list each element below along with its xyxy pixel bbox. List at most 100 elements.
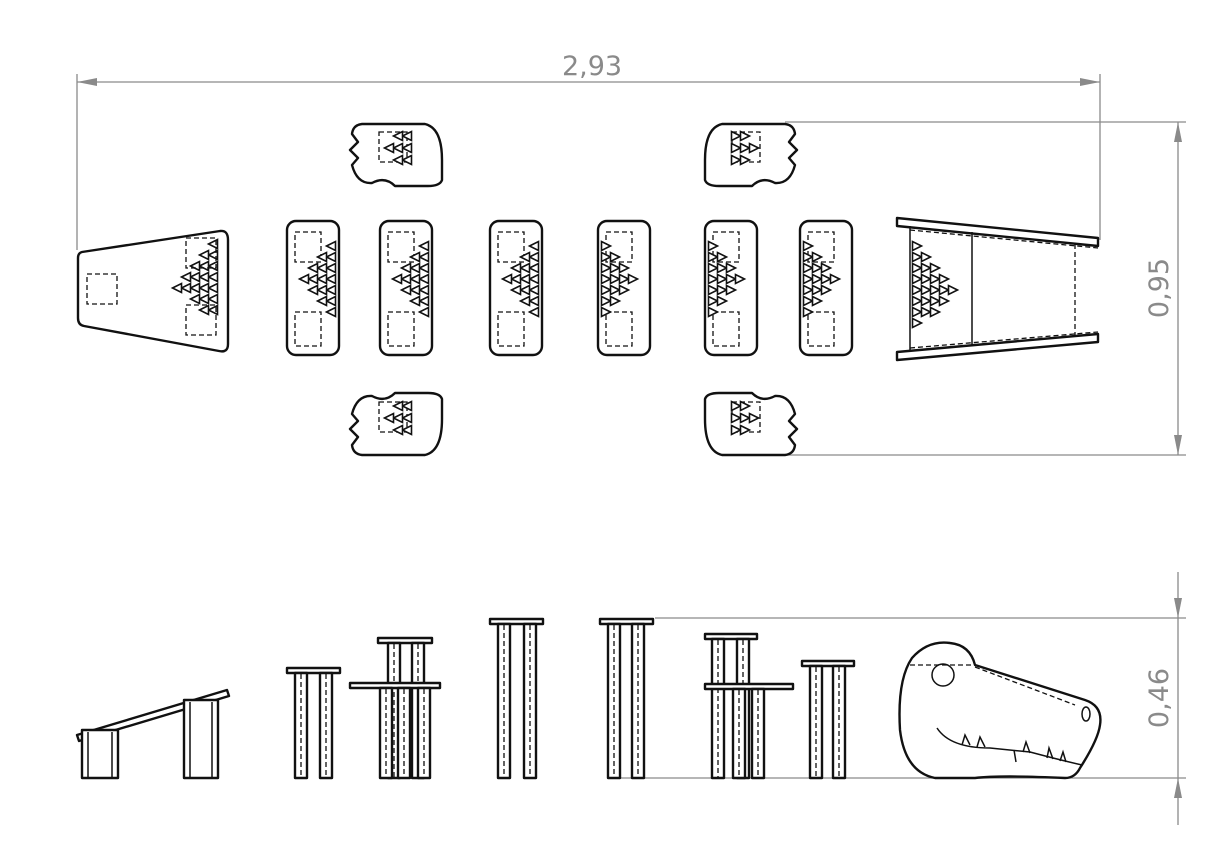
triangle-mark: [707, 284, 720, 296]
triangle-mark: [609, 262, 622, 274]
triangle-mark: [748, 142, 761, 154]
triangle-mark: [197, 282, 210, 294]
crocodile-eye: [931, 663, 955, 687]
triangle-mark: [730, 424, 743, 436]
triangle-mark: [739, 142, 752, 154]
triangle-mark: [911, 295, 924, 307]
triangle-mark: [748, 412, 761, 424]
triangle-mark: [315, 262, 328, 274]
triangle-mark: [911, 240, 924, 252]
triangle-mark: [527, 284, 540, 296]
triangle-mark: [315, 295, 328, 307]
triangle-mark: [911, 273, 924, 285]
triangle-mark: [739, 154, 752, 166]
triangle-mark: [820, 262, 833, 274]
triangle-mark: [188, 282, 201, 294]
crocodile-head-elevation: [898, 641, 1102, 780]
triangle-mark: [820, 284, 833, 296]
triangle-mark: [315, 273, 328, 285]
triangle-mark: [408, 273, 421, 285]
triangle-mark: [609, 284, 622, 296]
triangle-mark: [716, 273, 729, 285]
triangle-mark: [802, 251, 815, 263]
crocodile-teeth: [961, 732, 1067, 763]
triangle-mark: [618, 273, 631, 285]
triangle-mark: [518, 273, 531, 285]
triangle-mark: [206, 304, 219, 316]
triangle-mark: [297, 273, 310, 285]
triangle-mark: [306, 284, 319, 296]
crocodile-nostril: [1081, 706, 1091, 722]
stool-top: [703, 682, 795, 691]
stool-top: [348, 681, 442, 690]
triangle-mark: [600, 251, 613, 263]
triangle-mark: [400, 154, 413, 166]
triangle-mark: [920, 273, 933, 285]
stool-top: [376, 636, 434, 645]
triangle-mark: [716, 295, 729, 307]
triangle-mark: [707, 295, 720, 307]
head-piece-bottom-right: [703, 391, 799, 457]
triangle-mark: [739, 130, 752, 142]
triangle-mark: [739, 400, 752, 412]
triangle-mark: [920, 262, 933, 274]
stool-elevation: [598, 617, 655, 780]
triangle-mark: [802, 262, 815, 274]
triangle-mark: [417, 284, 430, 296]
triangle-mark: [609, 251, 622, 263]
triangle-mark: [391, 130, 404, 142]
triangle-mark: [408, 295, 421, 307]
slot-outline: [294, 231, 322, 263]
triangle-mark: [417, 251, 430, 263]
triangle-mark: [315, 284, 328, 296]
triangle-mark: [527, 295, 540, 307]
triangle-mark: [500, 273, 513, 285]
triangle-mark: [829, 273, 842, 285]
slot-outline: [185, 304, 217, 336]
triangle-mark: [324, 273, 337, 285]
triangle-mark: [518, 295, 531, 307]
stool-elevation: [348, 681, 442, 780]
triangle-mark: [391, 154, 404, 166]
stool-elevation: [285, 666, 342, 780]
triangle-mark: [609, 273, 622, 285]
triangle-mark: [929, 295, 942, 307]
triangle-mark: [920, 295, 933, 307]
triangle-mark: [390, 273, 403, 285]
triangle-mark: [730, 412, 743, 424]
triangle-mark: [929, 306, 942, 318]
triangle-mark: [400, 424, 413, 436]
triangle-mark: [707, 306, 720, 318]
slot-outline: [86, 273, 118, 305]
triangle-mark: [600, 306, 613, 318]
stool-elevation: [800, 659, 856, 780]
triangle-mark: [811, 251, 824, 263]
triangle-mark: [206, 293, 219, 305]
triangle-mark: [725, 284, 738, 296]
stools-elevation: [285, 617, 856, 780]
triangle-mark: [730, 154, 743, 166]
triangle-mark: [527, 251, 540, 263]
triangle-mark: [911, 306, 924, 318]
triangle-mark: [911, 317, 924, 329]
triangle-mark: [527, 306, 540, 318]
triangle-mark: [947, 284, 960, 296]
triangle-mark: [408, 251, 421, 263]
triangle-mark: [911, 262, 924, 274]
triangle-mark: [600, 273, 613, 285]
triangle-mark: [197, 293, 210, 305]
triangle-mark: [811, 284, 824, 296]
triangle-mark: [518, 262, 531, 274]
triangle-mark: [609, 295, 622, 307]
triangle-mark: [400, 142, 413, 154]
triangle-mark: [324, 262, 337, 274]
triangle-mark: [920, 306, 933, 318]
triangle-mark: [716, 284, 729, 296]
triangle-mark: [734, 273, 747, 285]
triangle-mark: [600, 284, 613, 296]
triangle-mark: [197, 304, 210, 316]
triangle-mark: [206, 271, 219, 283]
triangle-mark: [627, 273, 640, 285]
triangle-mark: [725, 273, 738, 285]
